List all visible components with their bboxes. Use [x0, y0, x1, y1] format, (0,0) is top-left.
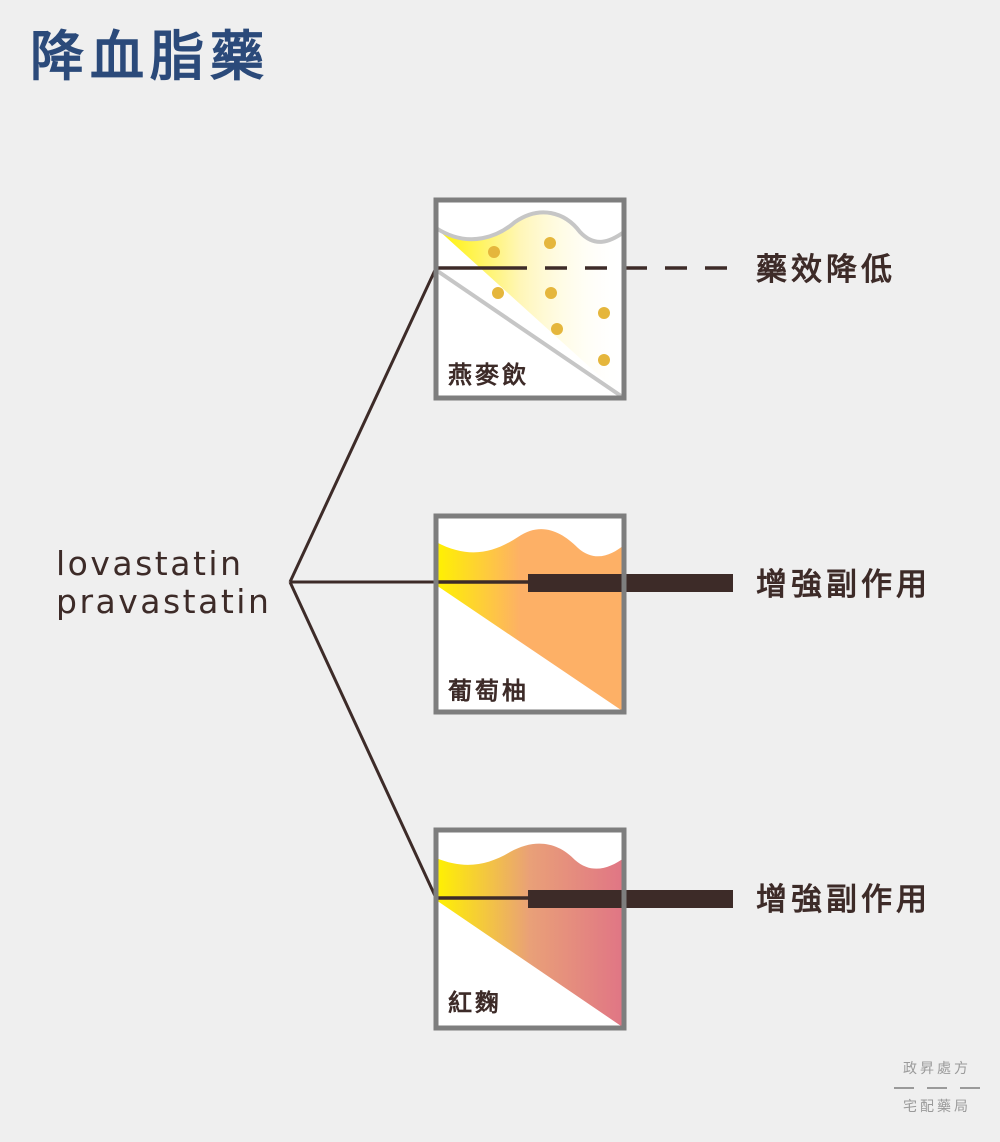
oat-diagonal-edge [434, 268, 626, 400]
food-label-oat: 燕麥飲 [448, 361, 529, 389]
brand-divider [892, 1080, 982, 1096]
brand-line-2: 宅配藥局 [903, 1099, 971, 1115]
panel-grapefruit [433, 513, 733, 715]
oat-particle [545, 287, 557, 299]
food-label-red-yeast: 紅麴 [448, 989, 502, 1017]
panel-oat-drink [433, 197, 735, 401]
oat-particle [551, 323, 563, 335]
red-yeast-thick-bar [528, 890, 733, 908]
effect-label-red-yeast: 增強副作用 [756, 882, 931, 918]
branch-line-red-yeast [288, 581, 438, 899]
oat-panel-frame [433, 197, 627, 401]
red-yeast-fill-area [436, 843, 624, 1028]
effect-label-oat: 藥效降低 [756, 252, 896, 288]
grapefruit-thick-bar [528, 574, 733, 592]
oat-surface-line [434, 210, 626, 244]
grapefruit-panel-frame [433, 513, 627, 715]
drug-names: lovastatin pravastatin [56, 545, 271, 621]
red-yeast-panel-frame [433, 827, 627, 1031]
drug-name-pravastatin: pravastatin [56, 582, 272, 621]
food-label-grapefruit: 葡萄柚 [448, 677, 529, 705]
oat-particle [598, 354, 610, 366]
brand-line-1: 政昇處方 [903, 1061, 971, 1077]
oat-particle [598, 307, 610, 319]
effect-label-grapefruit: 增強副作用 [756, 567, 931, 603]
oat-particle [492, 287, 504, 299]
oat-particles [488, 237, 610, 366]
branch-lines [288, 267, 438, 899]
oat-fill-area [436, 212, 624, 398]
panel-red-yeast [433, 827, 733, 1031]
brand-logo: 政昇處方 宅配藥局 [892, 1058, 982, 1118]
drug-name-lovastatin: lovastatin [56, 544, 244, 583]
oat-particle [488, 246, 500, 258]
page-title: 降血脂藥 [30, 25, 270, 88]
branch-line-oat [288, 267, 438, 583]
oat-particle [544, 237, 556, 249]
